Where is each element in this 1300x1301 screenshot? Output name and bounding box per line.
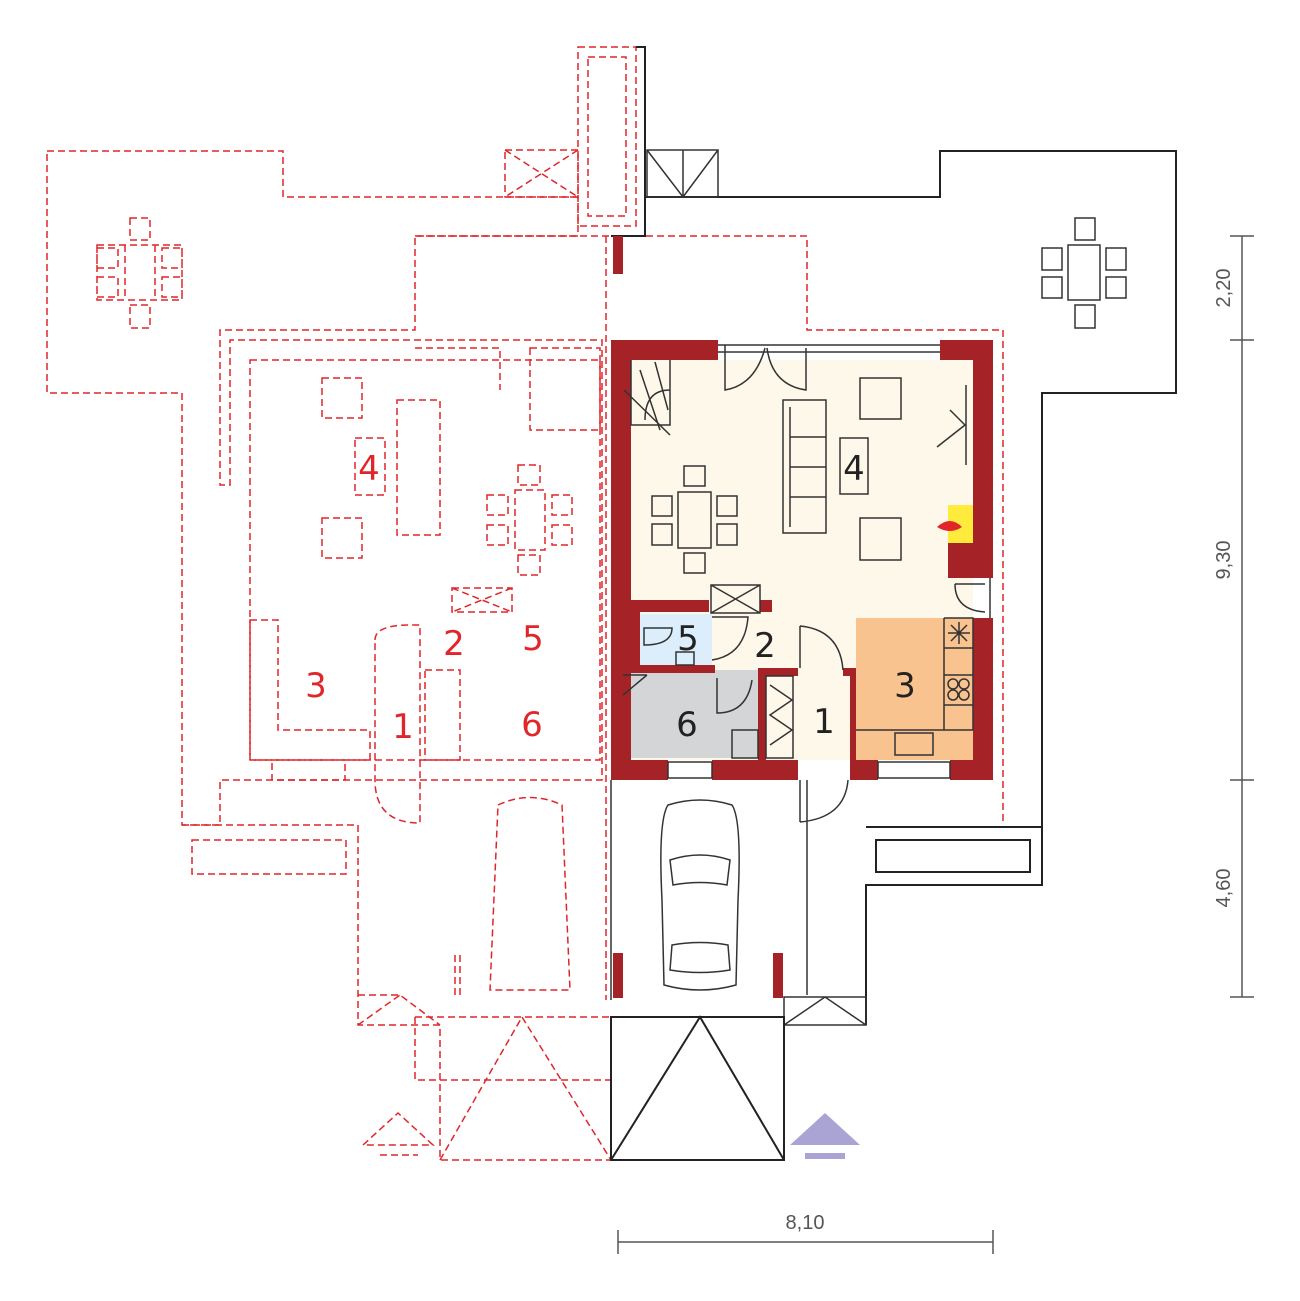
room-6-utility-floor (623, 670, 759, 758)
horizontal-dimension-line (617, 1230, 994, 1254)
dimension-8-10: 8,10 (786, 1212, 825, 1234)
car-icon (660, 799, 740, 991)
vertical-dimension-line (1230, 235, 1254, 998)
terrace-outlines (610, 46, 1177, 1161)
neighbor-room-label-1: 1 (392, 707, 414, 747)
fire-icon (937, 521, 962, 531)
room-4-label-box (839, 437, 869, 495)
pillar (613, 953, 623, 998)
neighbor-unit-outline (46, 46, 1004, 1161)
furniture (622, 344, 991, 823)
room-label-2: 2 (754, 626, 776, 666)
room-label-1: 1 (813, 702, 835, 742)
dimension-2-20: 2,20 (1213, 269, 1235, 308)
neighbor-room-label-2: 2 (443, 624, 465, 664)
neighbor-room-label-3: 3 (305, 666, 327, 706)
neighbor-room-label-4: 4 (358, 449, 380, 489)
neighbor-room-label-6: 6 (521, 705, 543, 745)
room-label-6: 6 (676, 705, 698, 745)
room-label-3: 3 (894, 666, 916, 706)
pillar (773, 953, 783, 998)
walls (611, 340, 993, 780)
entrance-arrow-icon (790, 1113, 860, 1159)
neighbor-room-label-5: 5 (522, 619, 544, 659)
dimension-9-30: 9,30 (1213, 541, 1235, 580)
room-label-5: 5 (677, 619, 699, 659)
dimension-4-60: 4,60 (1213, 869, 1235, 908)
pillar (613, 236, 623, 274)
room-label-4: 4 (843, 449, 865, 489)
